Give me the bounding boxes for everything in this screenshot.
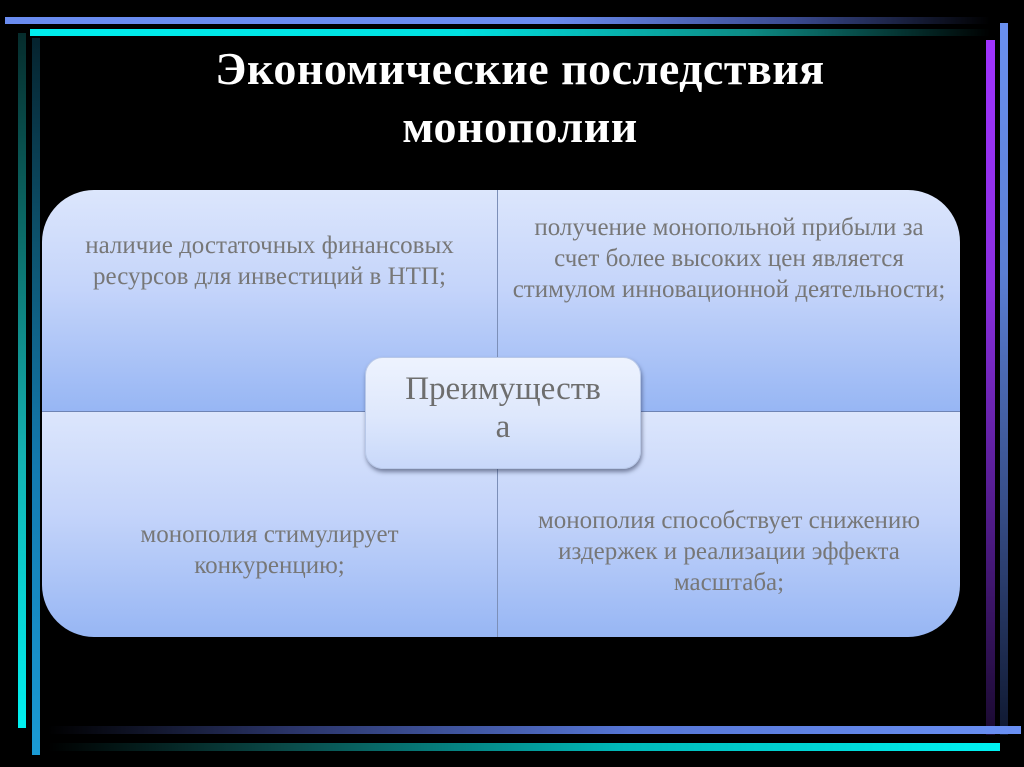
quadrant-bottom-right-text: монополия способствует снижению издержек… [537, 507, 920, 596]
center-label-line-2: а [495, 409, 511, 445]
decorative-bar-left-cyan [18, 33, 26, 728]
center-label-box: Преимуществ а [365, 357, 641, 469]
quadrant-top-left: наличие достаточных финансовых ресурсов … [42, 190, 498, 412]
decorative-bar-right-blue [1000, 23, 1008, 735]
slide-title-line-2: монополии [402, 101, 638, 152]
quadrant-top-right: получение монопольной прибыли за счет бо… [498, 190, 960, 412]
quadrant-bottom-left-text: монополия стимулирует конкуренцию; [140, 521, 399, 579]
quadrant-top-left-text: наличие достаточных финансовых ресурсов … [85, 232, 454, 290]
decorative-bar-bottom-blue [48, 726, 1021, 734]
slide-title: Экономические последствия монополии [150, 40, 890, 156]
slide-title-line-1: Экономические последствия [215, 43, 825, 94]
decorative-bar-bottom-cyan [48, 743, 1000, 751]
quadrant-top-right-text: получение монопольной прибыли за счет бо… [512, 214, 946, 303]
center-label-line-1: Преимуществ [405, 371, 601, 407]
decorative-bar-right-purple [986, 40, 995, 735]
advantages-matrix: наличие достаточных финансовых ресурсов … [42, 190, 960, 637]
decorative-bar-top-cyan [30, 29, 990, 36]
decorative-bar-left-steel [32, 38, 40, 755]
decorative-bar-top-blue [5, 17, 990, 24]
